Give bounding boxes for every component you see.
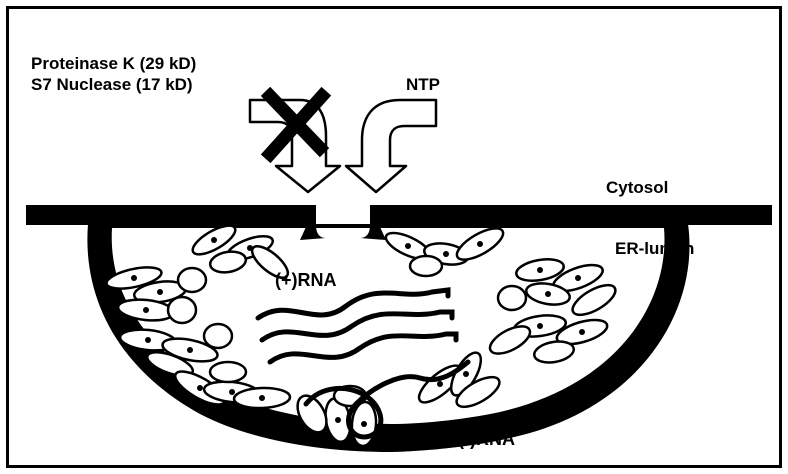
enzyme-label-line1: Proteinase K (29 kD): [31, 55, 196, 72]
protein: [210, 362, 246, 382]
er-membrane-left: [26, 205, 316, 225]
protein: [178, 268, 206, 292]
plus-rna-label: (+)RNA: [275, 271, 337, 289]
er-lumen-label: ER-lumen: [615, 240, 694, 257]
cytosol-label: Cytosol: [606, 179, 668, 196]
protein: [410, 256, 442, 276]
protein: [168, 297, 196, 323]
er-membrane-right: [370, 205, 772, 225]
ntp-arrow-icon: [346, 100, 436, 192]
protein: [498, 286, 526, 310]
protein: [204, 324, 232, 348]
enzyme-label-line2: S7 Nuclease (17 kD): [31, 76, 193, 93]
ntp-label: NTP: [406, 76, 440, 93]
minus-rna-label: (-)RNA: [458, 430, 515, 448]
